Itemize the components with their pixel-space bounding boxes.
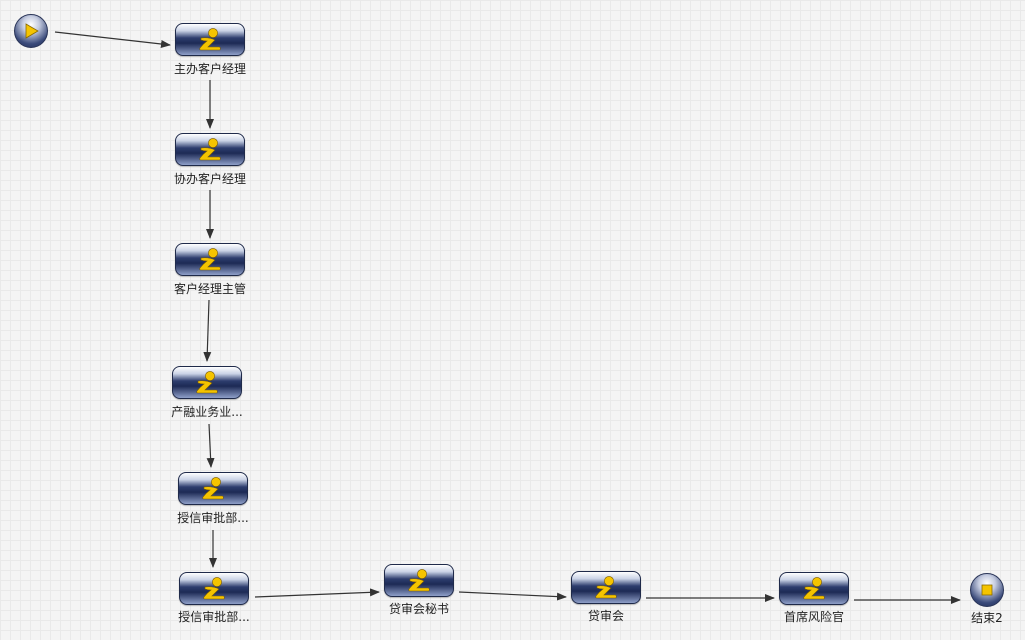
task-label-5: 授信审批部... <box>177 511 249 525</box>
task-label-4: 产融业务业... <box>171 405 243 419</box>
task-node-7[interactable] <box>384 564 454 597</box>
task-node-5[interactable] <box>178 472 248 505</box>
task-label-3: 客户经理主管 <box>173 282 246 296</box>
person-icon <box>196 371 218 394</box>
start-node[interactable] <box>14 14 48 48</box>
task-label-1: 主办客户经理 <box>173 62 246 76</box>
task-label-9: 首席风险官 <box>783 610 844 624</box>
person-icon <box>595 576 617 599</box>
person-icon <box>199 248 221 271</box>
connector-arrow-7[interactable] <box>254 588 380 598</box>
person-icon <box>199 28 221 51</box>
connector-arrow-4[interactable] <box>203 299 212 362</box>
task-node-1[interactable] <box>175 23 245 56</box>
connector-arrow-8[interactable] <box>458 591 567 601</box>
connector-arrow-1[interactable] <box>54 31 171 48</box>
person-icon <box>202 477 224 500</box>
task-node-8[interactable] <box>571 571 641 604</box>
task-node-6[interactable] <box>179 572 249 605</box>
task-label-2: 协办客户经理 <box>173 172 246 186</box>
stop-icon <box>981 584 993 596</box>
task-label-8: 贷审会 <box>587 609 624 623</box>
person-icon <box>803 577 825 600</box>
task-label-7: 贷审会秘书 <box>388 602 449 616</box>
connector-arrow-5[interactable] <box>206 423 215 468</box>
task-node-2[interactable] <box>175 133 245 166</box>
end-node[interactable] <box>970 573 1004 607</box>
task-node-9[interactable] <box>779 572 849 605</box>
task-node-4[interactable] <box>172 366 242 399</box>
person-icon <box>203 577 225 600</box>
task-node-3[interactable] <box>175 243 245 276</box>
end-label: 结束2 <box>971 611 1003 625</box>
person-icon <box>408 569 430 592</box>
person-icon <box>199 138 221 161</box>
task-label-6: 授信审批部... <box>178 610 250 624</box>
play-icon <box>25 23 39 39</box>
